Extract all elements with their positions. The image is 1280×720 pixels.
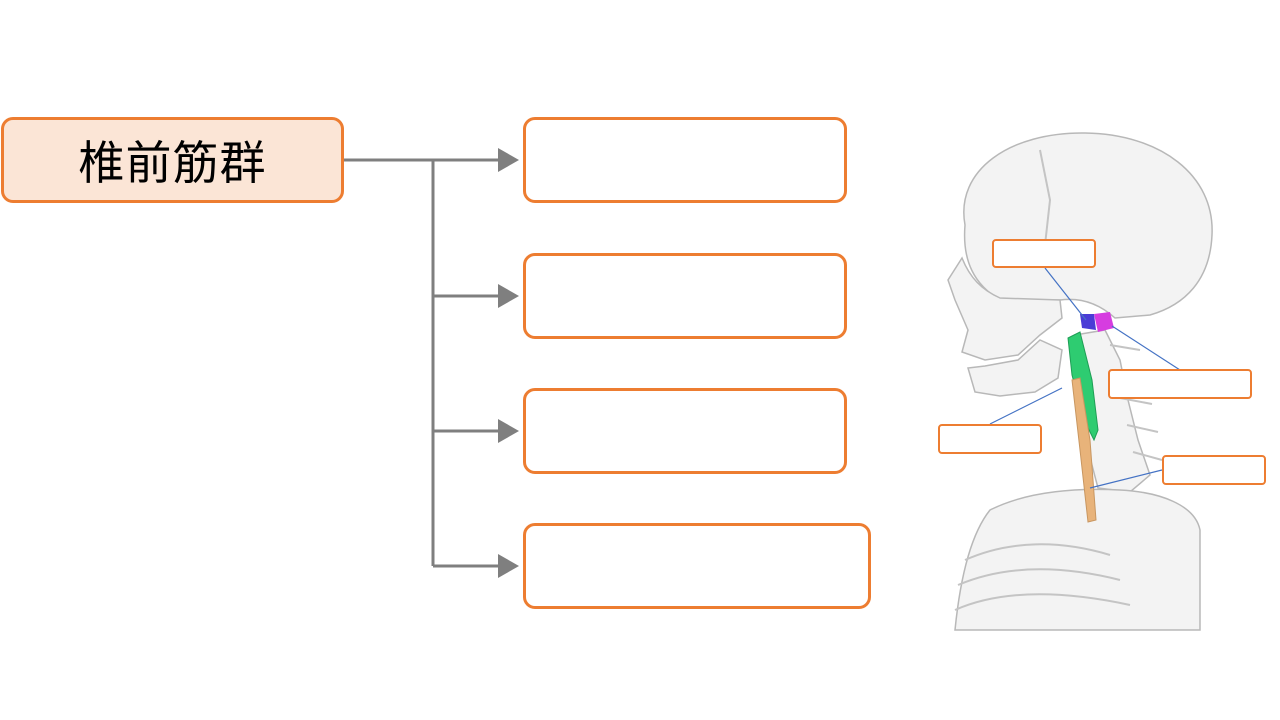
figure-label-2[interactable] [1108, 369, 1252, 399]
rib-1 [964, 543, 1111, 561]
rectus-capitis-lateralis-muscle [1094, 312, 1114, 332]
longus-capitis-muscle [1071, 377, 1097, 523]
skull-mandible [967, 339, 1063, 397]
figure-label-3[interactable] [938, 424, 1042, 454]
leader-line-2 [1111, 325, 1181, 371]
leader-line-3 [989, 387, 1063, 425]
skull-cranium [963, 132, 1213, 319]
leader-line-1 [1044, 267, 1087, 321]
rib-2 [957, 568, 1121, 586]
branch-node-1[interactable] [523, 117, 847, 203]
rib-3 [954, 593, 1131, 611]
leader-line-4 [1089, 469, 1163, 489]
branch-node-2[interactable] [523, 253, 847, 339]
skull-face [947, 256, 1063, 361]
root-node: 椎前筋群 [1, 117, 344, 203]
figure-label-1[interactable] [992, 239, 1096, 268]
skull-suture [1039, 149, 1052, 246]
figure-label-4[interactable] [1162, 455, 1266, 485]
branch-node-4[interactable] [523, 523, 871, 609]
root-label: 椎前筋群 [78, 136, 267, 190]
shoulder-girdle [954, 488, 1201, 631]
branch-node-3[interactable] [523, 388, 847, 474]
